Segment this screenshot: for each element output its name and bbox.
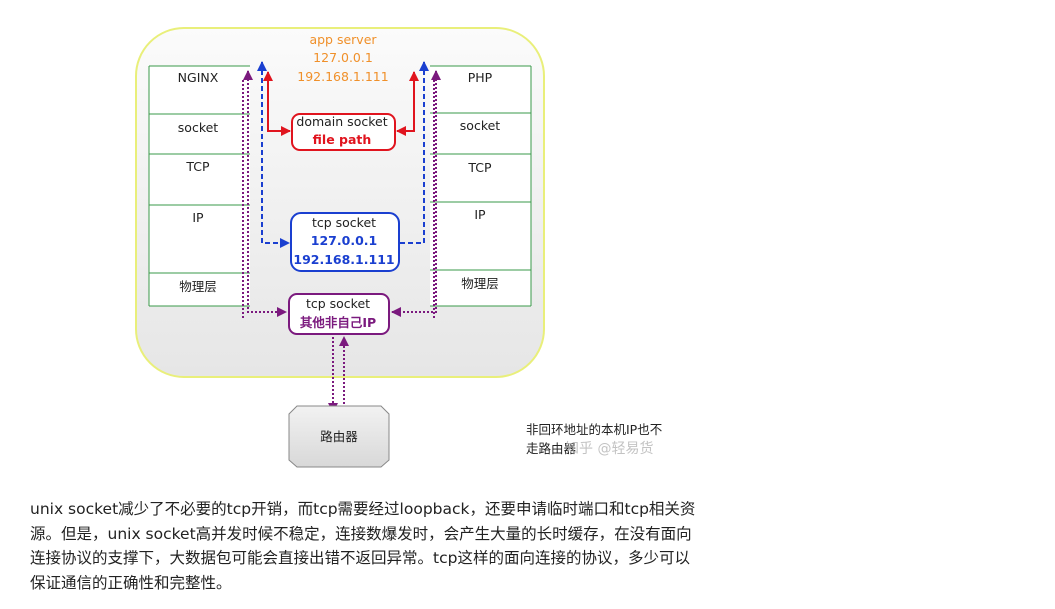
- router-box: 路由器: [288, 405, 390, 468]
- left-layer-app: NGINX: [178, 70, 219, 85]
- domain-socket-sub: file path: [313, 132, 372, 147]
- tcp-socket-local-title: tcp socket: [312, 215, 376, 230]
- tcp-socket-local-ip1: 127.0.0.1: [311, 233, 377, 248]
- left-layer-tcp: TCP: [185, 159, 210, 174]
- tcp-socket-other-box: tcp socket 其他非自己IP: [288, 293, 390, 335]
- server-title: app server: [309, 32, 377, 47]
- right-protocol-stack: PHP socket TCP IP 物理层: [430, 65, 532, 307]
- paragraph-line: 连接协议的支撑下，大数据包可能会直接出错不返回异常。tcp这样的面向连接的协议，…: [30, 549, 690, 567]
- tcp-socket-other-title: tcp socket: [306, 296, 370, 311]
- tcp-socket-other-sub: 其他非自己IP: [300, 315, 376, 330]
- right-layer-app: PHP: [468, 70, 493, 85]
- paragraph-line: 保证通信的正确性和完整性。: [30, 573, 232, 592]
- server-ip-1: 127.0.0.1: [313, 50, 373, 65]
- left-layer-physical: 物理层: [179, 279, 217, 294]
- paragraph-line: 源。但是，unix socket高并发时候不稳定，连接数爆发时，会产生大量的长时…: [30, 524, 692, 543]
- domain-socket-title: domain socket: [296, 114, 387, 129]
- left-protocol-stack: NGINX socket TCP IP 物理层: [148, 65, 250, 307]
- left-layer-ip: IP: [192, 210, 204, 225]
- watermark: 知乎 @轻易货: [565, 440, 653, 457]
- description-paragraph: unix socket减少了不必要的tcp开销，而tcp需要经过loopback…: [30, 497, 720, 595]
- note-line-2: 走路由器: [526, 441, 577, 456]
- other-ip-path: [242, 70, 441, 413]
- right-layer-physical: 物理层: [461, 276, 499, 291]
- server-ip-2: 192.168.1.111: [297, 69, 388, 84]
- right-layer-tcp: TCP: [467, 160, 492, 175]
- tcp-socket-local-box: tcp socket 127.0.0.1 192.168.1.111: [290, 212, 400, 272]
- router-label: 路由器: [320, 429, 358, 444]
- note-line-1: 非回环地址的本机IP也不: [526, 422, 662, 437]
- left-layer-socket: socket: [178, 120, 219, 135]
- right-layer-socket: socket: [460, 118, 501, 133]
- right-layer-ip: IP: [474, 207, 486, 222]
- domain-socket-box: domain socket file path: [291, 113, 396, 151]
- paragraph-line: unix socket减少了不必要的tcp开销，而tcp需要经过loopback…: [30, 500, 696, 518]
- tcp-socket-local-ip2: 192.168.1.111: [293, 252, 394, 267]
